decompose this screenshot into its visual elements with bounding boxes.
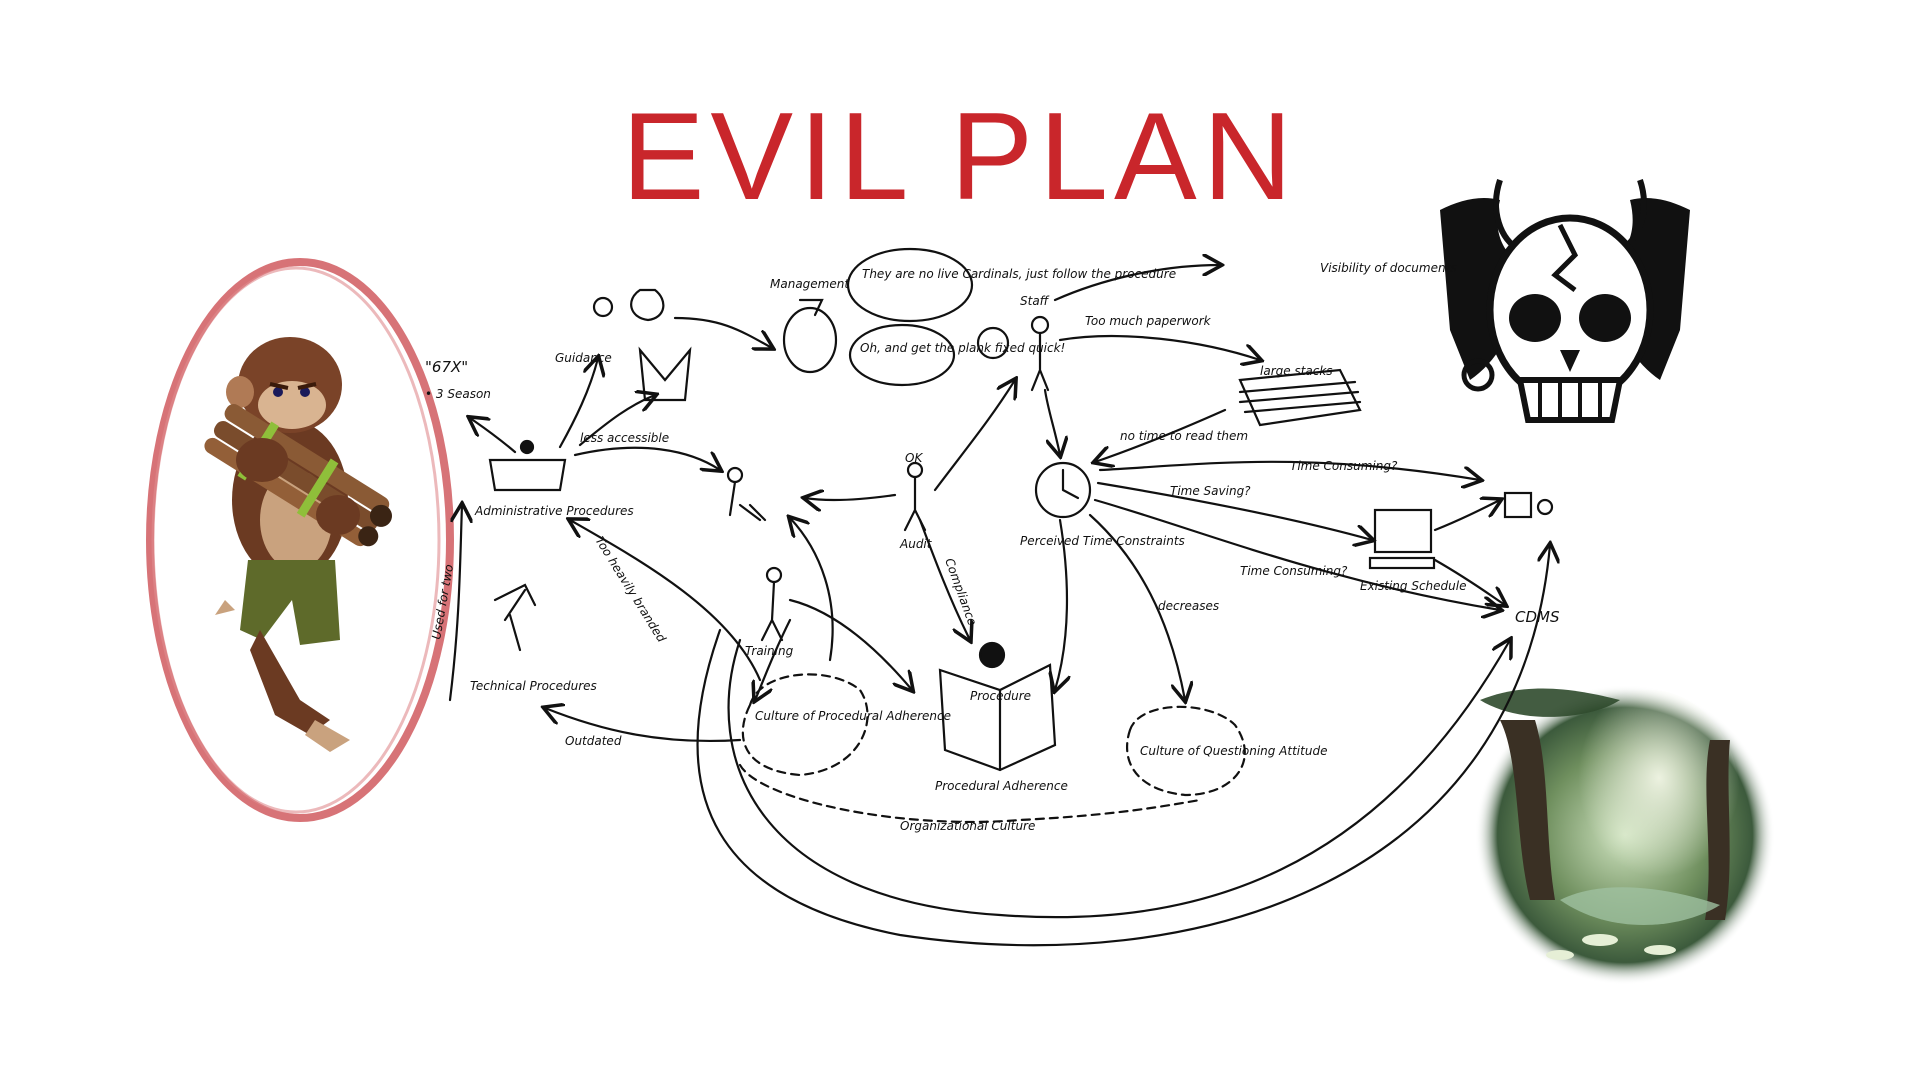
- label-67x: "67X": [425, 358, 468, 376]
- label-perceived: Perceived Time Constraints: [1020, 534, 1185, 548]
- label-training: Training: [745, 644, 794, 658]
- label-procedural-adherence: Procedural Adherence: [935, 779, 1068, 793]
- label-cdms: CDMS: [1515, 608, 1560, 626]
- label-audit: Audit: [899, 537, 933, 551]
- label-time-consuming-2: Time Consuming?: [1240, 564, 1348, 578]
- label-less-accessible: less accessible: [580, 431, 669, 445]
- label-time-saving: Time Saving?: [1170, 484, 1251, 498]
- label-management: Management: [770, 277, 850, 291]
- label-bubble-one: They are no live Cardinals, just follow …: [862, 267, 1176, 281]
- label-culture-adherence: Culture of Procedural Adherence: [755, 709, 951, 723]
- label-too-heavily-branded: Too heavily branded: [592, 534, 668, 645]
- label-decreases: decreases: [1158, 599, 1219, 613]
- label-procedure-book: Procedure: [970, 689, 1031, 703]
- label-large-stack: large stacks: [1260, 364, 1333, 378]
- label-organizational-culture: Organizational Culture: [900, 819, 1035, 833]
- label-outdated: Outdated: [565, 734, 622, 748]
- label-guidance: Guidance: [555, 351, 612, 365]
- label-bubble-two: Oh, and get the plank fixed quick!: [860, 341, 1065, 355]
- label-staff: Staff: [1020, 294, 1050, 308]
- label-culture-questioning: Culture of Questioning Attitude: [1140, 744, 1327, 758]
- label-existing-schedule: Existing Schedule: [1360, 579, 1467, 593]
- forest-swamp-image: [1475, 685, 1775, 985]
- page-title: EVIL PLAN: [621, 88, 1299, 226]
- horned-skull-logo: [1440, 179, 1690, 423]
- label-used-for-two: Used for two: [429, 563, 456, 640]
- label-no-time: no time to read them: [1120, 429, 1248, 443]
- monkey-warrior-image: [146, 258, 454, 822]
- label-admin-procedures: Administrative Procedures: [474, 504, 634, 518]
- label-technical-procedures: Technical Procedures: [470, 679, 597, 693]
- red-circle: [146, 258, 454, 822]
- label-season: • 3 Season: [425, 387, 491, 401]
- label-too-much-paperwork: Too much paperwork: [1085, 314, 1212, 328]
- label-ok: OK: [905, 451, 923, 465]
- label-visibility: Visibility of documents: [1320, 261, 1457, 275]
- label-time-consuming-1: Time Consuming?: [1290, 459, 1398, 473]
- process-map: [448, 247, 1552, 947]
- diagram-labels: "67X" • 3 Season Guidance Administrative…: [425, 261, 1560, 833]
